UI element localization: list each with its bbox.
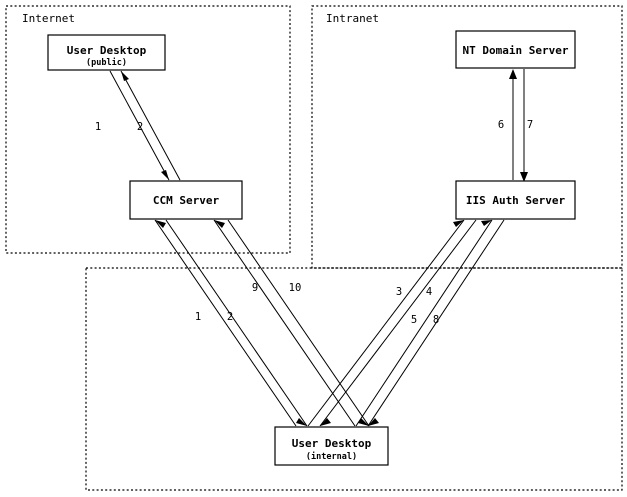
- node-box-user-desktop-internal[interactable]: [274, 426, 389, 466]
- flow-line-2-public: [120, 70, 181, 181]
- step-label-2-internal: 2: [227, 311, 233, 323]
- flow-line-1-public: [109, 70, 170, 181]
- zone-boundary-internal: [85, 267, 623, 491]
- arrowhead-5: [481, 220, 492, 226]
- flow-line-5: [355, 219, 493, 427]
- flow-lines-group: [109, 69, 528, 427]
- flow-line-10: [227, 219, 370, 427]
- step-label-10: 10: [289, 282, 302, 294]
- node-subtitle-user-desktop-internal: (internal): [306, 451, 357, 462]
- flow-line-9: [213, 219, 356, 427]
- node-box-iis-auth-server[interactable]: [455, 180, 576, 220]
- arrowhead-8: [368, 418, 379, 426]
- zone-group: [5, 5, 623, 491]
- arrowhead-7: [520, 172, 528, 182]
- step-label-9: 9: [252, 282, 258, 294]
- step-label-5: 5: [411, 314, 417, 326]
- node-title-nt-domain-server: NT Domain Server: [463, 44, 569, 57]
- node-subtitle-user-desktop-public: (public): [86, 57, 127, 68]
- node-title-user-desktop-public: User Desktop: [67, 44, 147, 57]
- step-labels-group: 1 2 6 7 9 10 1 2 3 4 5 8: [95, 119, 533, 326]
- flow-line-2-internal: [165, 219, 308, 427]
- arrowhead-10: [358, 418, 369, 426]
- arrowhead-1-internal: [155, 220, 166, 228]
- arrowhead-9: [214, 220, 225, 228]
- arrowhead-4: [320, 418, 331, 426]
- node-box-nt-domain-server[interactable]: [455, 30, 576, 69]
- node-box-user-desktop-public[interactable]: [47, 34, 166, 71]
- step-label-4: 4: [426, 286, 432, 298]
- node-box-ccm-server[interactable]: [129, 180, 243, 220]
- zone-label-intranet: Intranet: [326, 12, 379, 25]
- arrowhead-3: [453, 220, 464, 227]
- flow-line-3: [307, 219, 465, 427]
- step-label-1-public: 1: [95, 121, 101, 133]
- arrowhead-1-public: [161, 170, 169, 180]
- flow-line-8: [367, 219, 505, 427]
- node-ccm-server[interactable]: CCM Server: [129, 180, 243, 220]
- node-nt-domain-server[interactable]: NT Domain Server: [455, 30, 576, 69]
- zone-boundary-internet: [5, 5, 291, 254]
- flow-line-7: [520, 69, 528, 182]
- flow-line-1-internal: [154, 219, 297, 427]
- node-user-desktop-public[interactable]: User Desktop (public): [47, 34, 166, 71]
- node-user-desktop-internal[interactable]: User Desktop (internal): [274, 426, 389, 466]
- step-label-2-public: 2: [137, 121, 143, 133]
- node-title-ccm-server: CCM Server: [153, 194, 220, 207]
- flow-line-4: [319, 219, 477, 427]
- step-label-1-internal: 1: [195, 311, 201, 323]
- step-label-7: 7: [527, 119, 533, 131]
- step-label-8: 8: [433, 314, 439, 326]
- arrowhead-6: [509, 69, 517, 79]
- step-label-6: 6: [498, 119, 504, 131]
- node-group: User Desktop (public) CCM Server NT Doma…: [47, 30, 576, 466]
- step-label-3: 3: [396, 286, 402, 298]
- zone-label-internet: Internet: [22, 12, 75, 25]
- arrowhead-2-internal: [296, 418, 307, 426]
- node-title-iis-auth-server: IIS Auth Server: [466, 194, 566, 207]
- node-title-user-desktop-internal: User Desktop: [292, 437, 372, 450]
- arrowhead-2-public: [121, 71, 129, 81]
- node-iis-auth-server[interactable]: IIS Auth Server: [455, 180, 576, 220]
- zone-boundary-intranet: [311, 5, 623, 269]
- flow-line-6: [509, 69, 517, 180]
